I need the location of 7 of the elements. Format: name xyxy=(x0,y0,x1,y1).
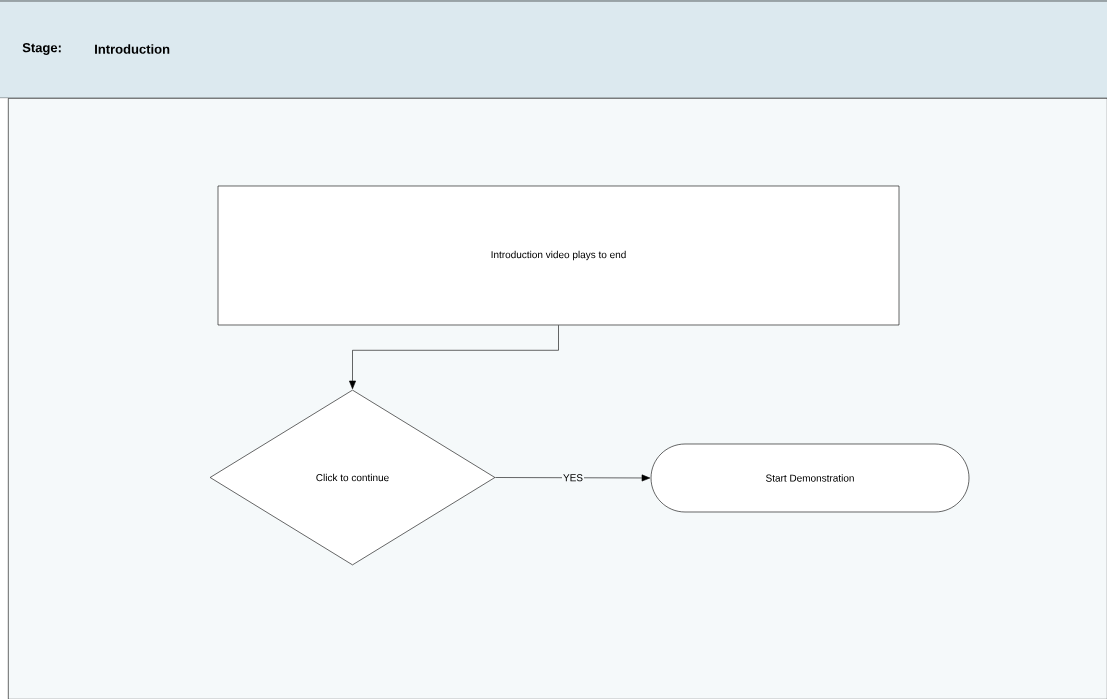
terminator-box: Start Demonstration xyxy=(650,443,970,513)
node-label: Introduction xyxy=(95,44,170,54)
edge-label: YES xyxy=(562,473,584,483)
arrow xyxy=(495,474,651,482)
node-label: Stage: xyxy=(22,43,61,55)
process-box: Introduction video plays to end xyxy=(217,185,900,326)
arrow xyxy=(349,325,559,390)
